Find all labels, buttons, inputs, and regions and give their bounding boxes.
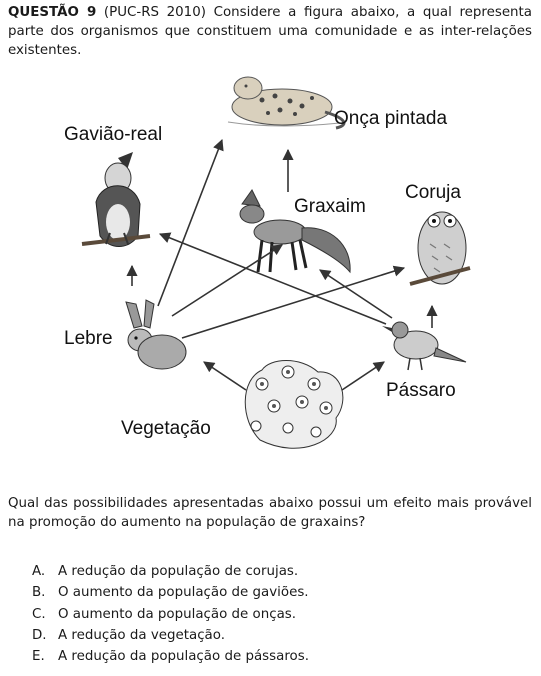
jaguar-illustration	[227, 76, 346, 130]
option-letter: E.	[32, 649, 45, 665]
option-b[interactable]: B. O aumento da população de gaviões.	[32, 582, 309, 603]
arrow-vegetacao-to-passaro	[341, 361, 385, 391]
label-onca: Onça pintada	[334, 108, 447, 129]
arrow-lebre-to-onca	[157, 138, 224, 307]
arrow-lebre-to-graxaim	[171, 244, 283, 317]
option-d[interactable]: D. A redução da vegetação.	[32, 625, 309, 646]
arrow-vegetacao-to-lebre	[203, 361, 247, 391]
vegetation-illustration	[244, 360, 344, 449]
question-text: Qual das possibilidades apresentadas aba…	[8, 496, 532, 530]
hare-illustration	[125, 299, 187, 370]
label-passaro: Pássaro	[386, 380, 456, 401]
label-lebre: Lebre	[64, 328, 113, 349]
label-gaviao: Gavião-real	[64, 124, 162, 145]
arrow-lebre-to-coruja	[181, 265, 406, 339]
option-c[interactable]: C. O aumento da população de onças.	[32, 604, 309, 625]
answer-options: A. A redução da população de corujas. B. O…	[32, 561, 309, 667]
option-e[interactable]: E. A redução da população de pássaros.	[32, 646, 309, 667]
option-letter: A.	[32, 564, 46, 579]
bird-illustration	[382, 321, 467, 371]
option-letter: C.	[32, 606, 46, 622]
graxaim-illustration	[239, 189, 351, 274]
question-intro-text: (PUC-RS 2010) Considere a figura abaixo,…	[8, 5, 532, 58]
question-intro: QUESTÃO 9 (PUC-RS 2010) Considere a figu…	[8, 3, 532, 60]
food-web-figure: Onça pintada Gavião-real Graxaim Coruja …	[64, 76, 471, 449]
harpy-eagle-illustration	[81, 152, 151, 247]
label-graxaim: Graxaim	[294, 196, 366, 217]
option-text: A redução da população de pássaros.	[58, 649, 309, 665]
label-coruja: Coruja	[405, 182, 461, 203]
option-letter: B.	[32, 585, 46, 601]
arrow-passaro-to-gaviao	[158, 232, 387, 325]
option-letter: D.	[32, 627, 47, 643]
option-text: A redução da vegetação.	[58, 627, 225, 643]
owl-illustration	[409, 211, 471, 286]
label-vegetacao: Vegetação	[121, 418, 211, 439]
option-text: O aumento da população de onças.	[58, 606, 297, 622]
option-text: A redução da população de corujas.	[58, 564, 299, 579]
arrow-passaro-to-graxaim	[319, 269, 393, 319]
option-text: O aumento da população de gaviões.	[58, 585, 309, 601]
question-number: QUESTÃO 9	[8, 5, 97, 20]
option-a[interactable]: A. A redução da população de corujas.	[32, 561, 309, 582]
